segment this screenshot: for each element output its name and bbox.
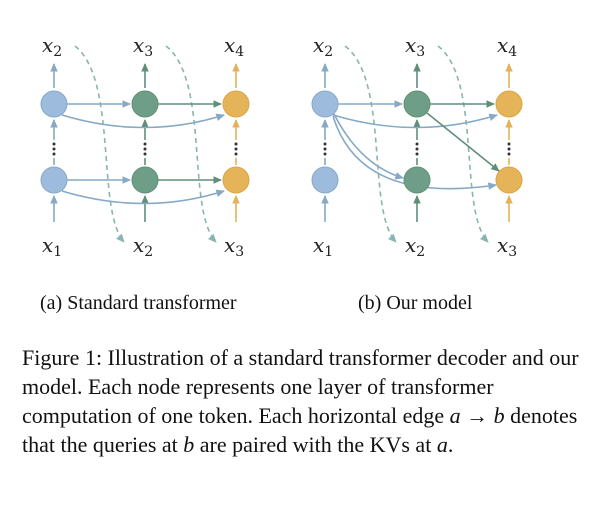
ellipsis-2 <box>143 142 147 156</box>
ellipsis-b-3 <box>507 142 511 156</box>
token-b-bot-1: x1 <box>313 233 333 260</box>
node-a-top-2 <box>131 90 159 118</box>
token-a-top-2: x3 <box>133 33 153 60</box>
token-b-top-3: x4 <box>497 33 517 60</box>
figure-caption: Figure 1: Illustration of a standard tra… <box>22 343 597 459</box>
token-b-bot-3: x3 <box>497 233 517 260</box>
token-b-top-2: x3 <box>405 33 425 60</box>
ellipsis-b-2 <box>415 142 419 156</box>
kv-edge-b-top-1-3 <box>332 113 498 129</box>
ellipsis-3 <box>234 142 238 156</box>
dashed-arrow-b-x3 <box>437 45 489 243</box>
token-a-bot-3: x3 <box>224 233 244 260</box>
token-a-top-3: x4 <box>224 33 244 60</box>
figure-diagrams: x2 x3 x4 x1 x2 x3 <box>40 33 523 260</box>
token-a-bot-1: x1 <box>42 233 62 260</box>
caption-math-b2: b <box>183 432 195 457</box>
kv-edge-top-1-3 <box>61 113 225 129</box>
node-b-top-1 <box>311 90 339 118</box>
caption-arrow: → <box>460 403 494 428</box>
caption-text-3: are paired with the KVs at <box>194 432 437 457</box>
token-b-bot-2: x2 <box>405 233 425 260</box>
token-a-bot-2: x2 <box>133 233 153 260</box>
diagram-a: x2 x3 x4 x1 x2 x3 <box>40 33 250 260</box>
caption-text-2: denotes that the queries at <box>22 403 578 457</box>
node-a-top-3 <box>222 90 250 118</box>
node-b-top-3 <box>495 90 523 118</box>
caption-math-a: a <box>449 403 461 428</box>
diagram-b: x2 x3 x4 x1 x2 x3 <box>311 33 523 260</box>
ellipsis-b-1 <box>323 142 327 156</box>
node-b-top-2 <box>403 90 431 118</box>
kv-edge-b-top1-bot2 <box>333 113 404 180</box>
kv-edge-b-top2-bot3 <box>426 112 500 172</box>
subcaption-a: (a) Standard transformer <box>40 292 237 314</box>
token-b-top-1: x2 <box>313 33 333 60</box>
node-b-bot-2 <box>403 166 431 194</box>
node-b-bot-3 <box>495 166 523 194</box>
caption-math-a2: a <box>436 432 448 457</box>
node-a-top-1 <box>40 90 68 118</box>
node-a-bot-2 <box>131 166 159 194</box>
node-a-bot-3 <box>222 166 250 194</box>
ellipsis-1 <box>52 142 56 156</box>
caption-text-1: Figure 1: Illustration of a standard tra… <box>22 345 579 428</box>
dashed-arrow-x2 <box>74 45 125 243</box>
node-b-bot-1 <box>311 166 339 194</box>
dashed-arrow-b-x2 <box>344 45 397 243</box>
token-a-top-1: x2 <box>42 33 62 60</box>
dashed-arrow-x3 <box>165 45 217 243</box>
caption-math-b: b <box>493 403 505 428</box>
node-a-bot-1 <box>40 166 68 194</box>
subcaption-b: (b) Our model <box>358 292 473 314</box>
kv-edge-b-top1-bot3 <box>332 115 497 190</box>
kv-edge-bot-1-3 <box>61 189 225 205</box>
caption-text-4: . <box>447 432 454 457</box>
